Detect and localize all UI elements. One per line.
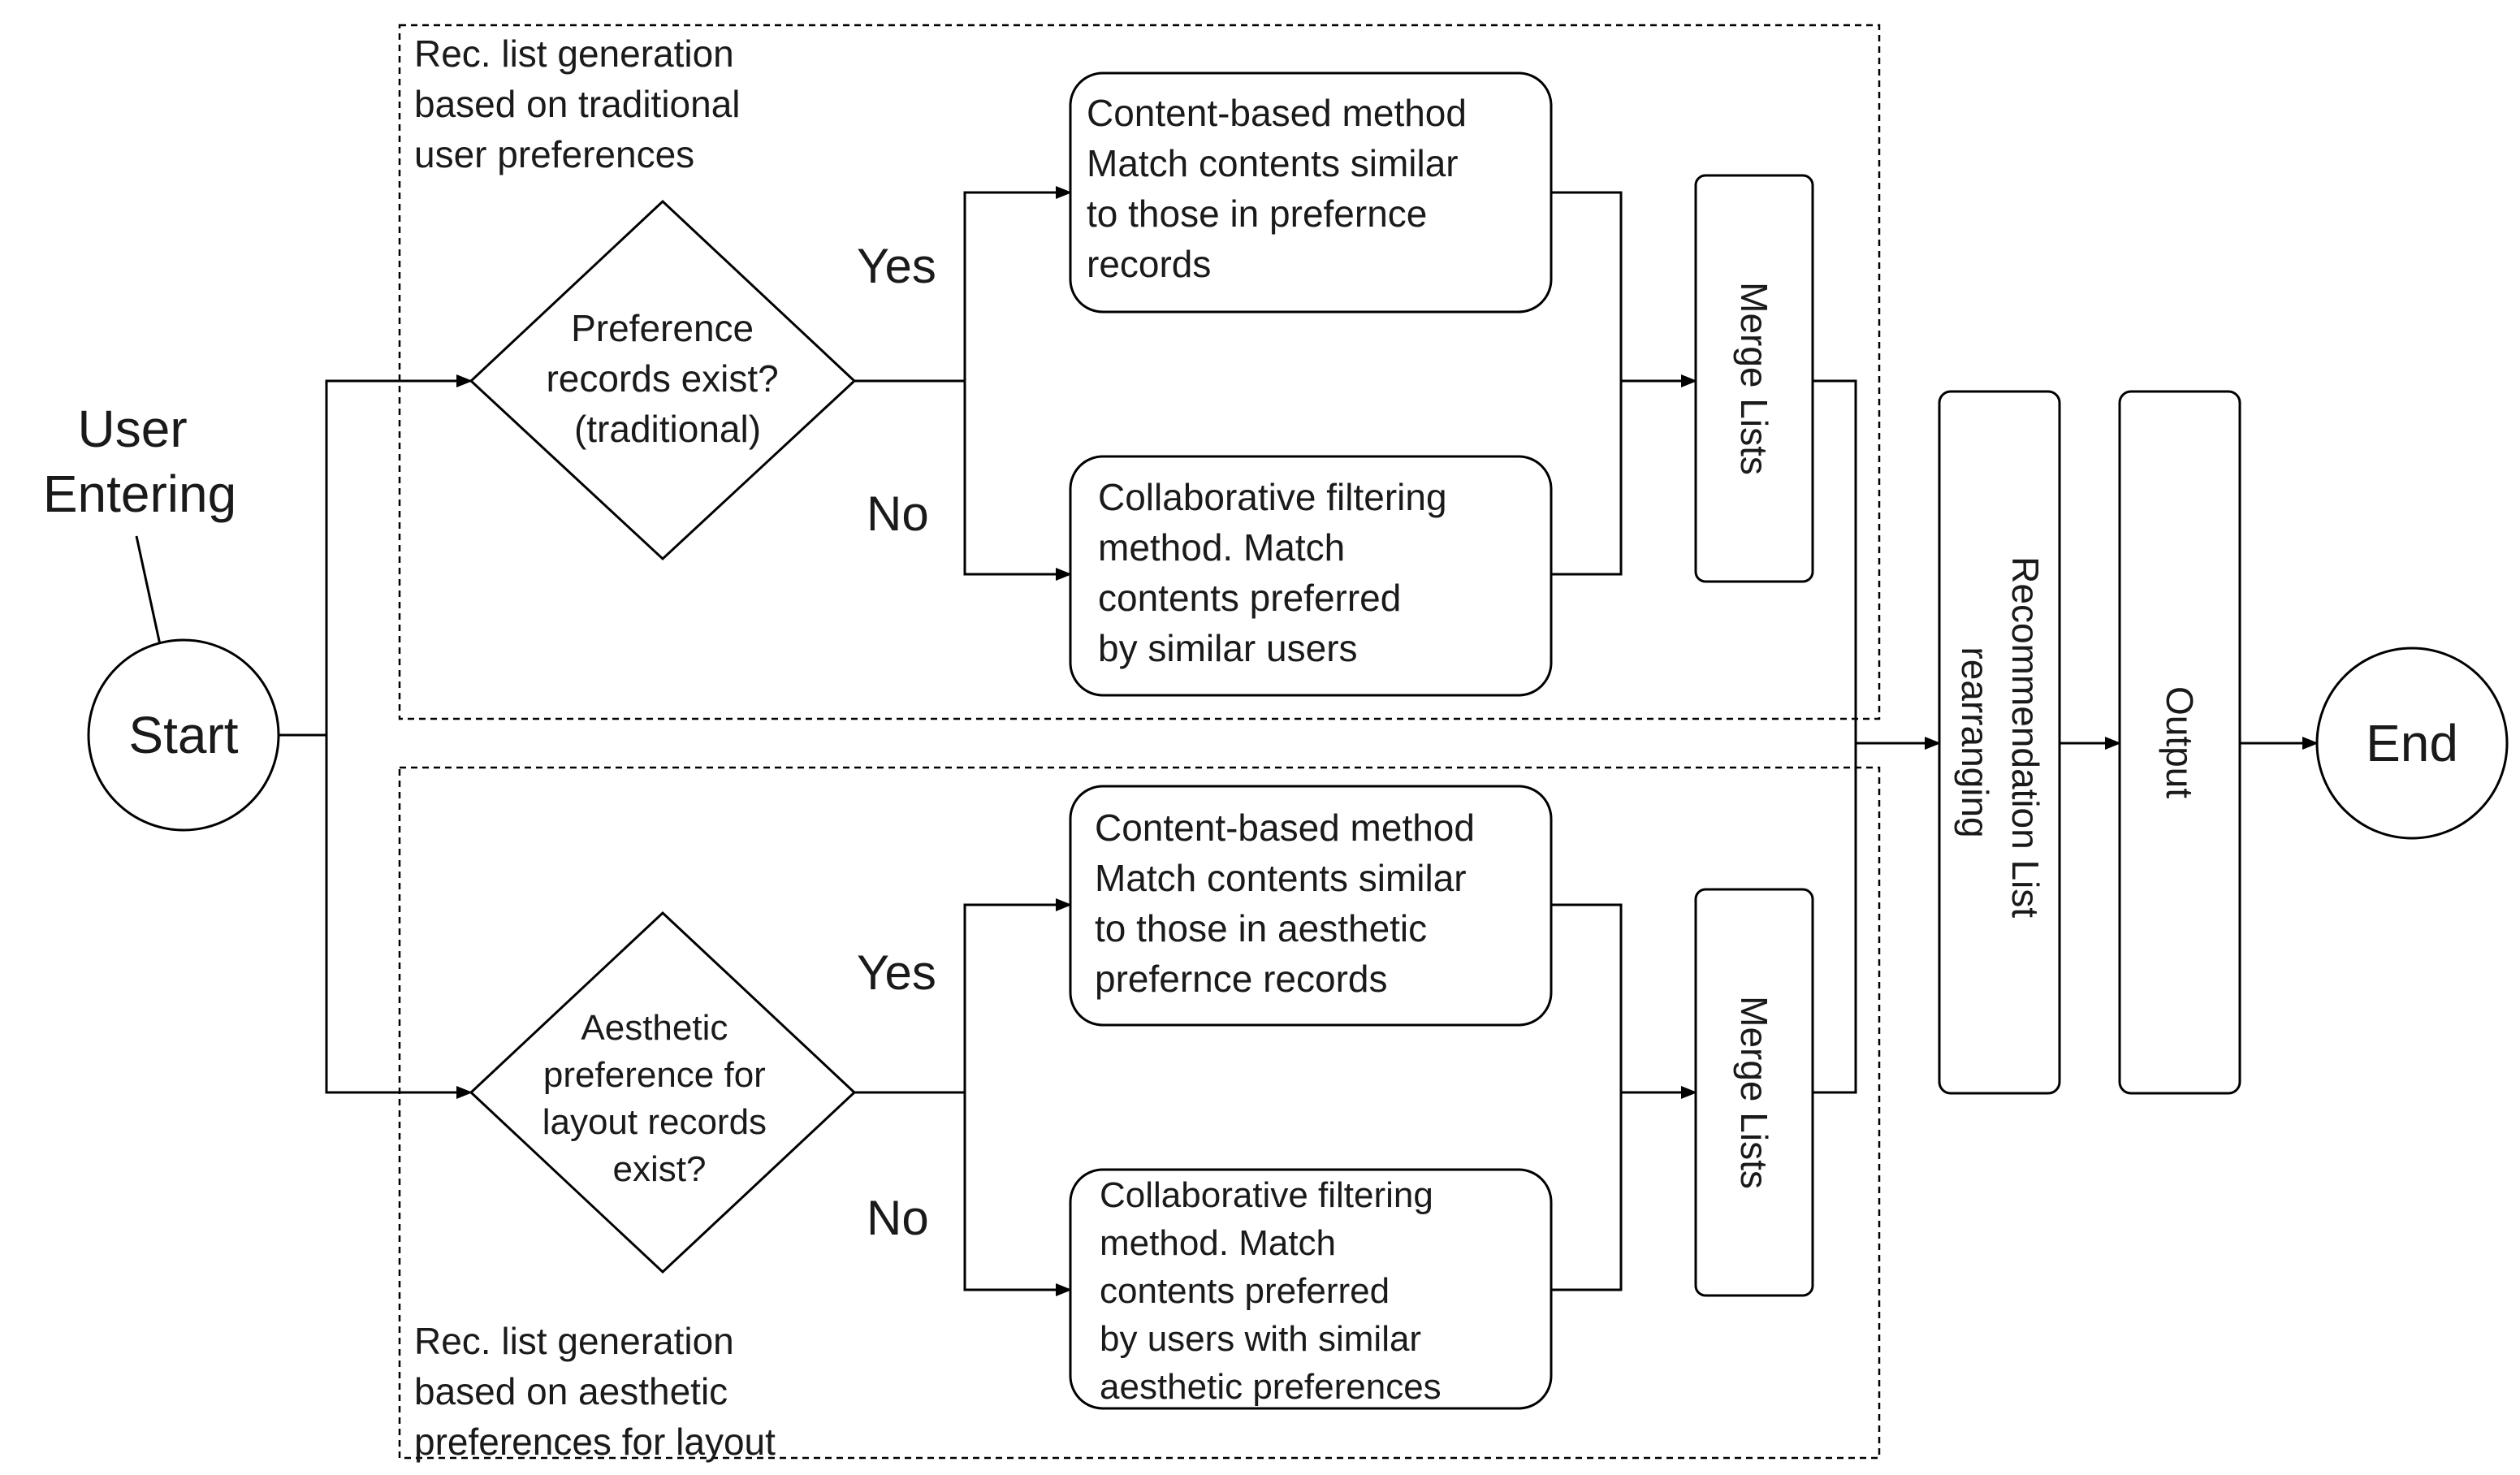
edge-collab-aesthetic-to-merge	[1551, 1092, 1623, 1291]
edge-merge-traditional-out	[1813, 379, 1857, 743]
user-entering-label: User Entering	[43, 400, 236, 523]
edge-to-decision-traditional	[325, 374, 473, 735]
group-traditional-caption: Rec. list generation based on traditiona…	[414, 32, 750, 175]
merge-traditional-box	[1694, 174, 1814, 583]
group-traditional-boundary	[398, 24, 1881, 720]
edge-traditional-no	[963, 381, 1072, 581]
edge-collab-traditional-to-merge	[1551, 381, 1623, 576]
output-label: Output	[2159, 686, 2201, 798]
rearranging-label: Recommendation List rearranging	[1954, 556, 2047, 928]
method-content-aesthetic-label: Content-based method Match contents simi…	[1095, 807, 1485, 1000]
edge-traditional-yes	[963, 186, 1072, 381]
decision-aesthetic-shape	[469, 911, 857, 1274]
edge-merge-aesthetic-out	[1813, 743, 1857, 1094]
start-label: Start	[128, 706, 238, 764]
edge-content-aesthetic-to-merge	[1551, 903, 1623, 1092]
branch-no-traditional: No	[867, 487, 929, 541]
branch-yes-aesthetic: Yes	[857, 945, 936, 1000]
decision-traditional-shape	[469, 199, 857, 561]
decision-aesthetic-label: Aesthetic preference for layout records …	[542, 1008, 777, 1189]
branch-yes-traditional: Yes	[857, 239, 936, 293]
end-label: End	[2366, 714, 2458, 772]
method-content-traditional-label: Content-based method Match contents simi…	[1087, 92, 1477, 285]
decision-traditional-label: Preference records exist? (traditional)	[546, 307, 789, 450]
merge-aesthetic-label: Merge Lists	[1733, 996, 1775, 1189]
edge-aesthetic-no	[963, 1092, 1072, 1296]
merge-traditional-label: Merge Lists	[1733, 282, 1775, 475]
group-aesthetic-caption: Rec. list generation based on aesthetic …	[414, 1320, 776, 1463]
method-collab-aesthetic-label: Collaborative filtering method. Match co…	[1100, 1175, 1443, 1407]
group-aesthetic-boundary	[398, 766, 1881, 1460]
method-collab-traditional-label: Collaborative filtering method. Match co…	[1098, 476, 1457, 669]
edge-content-traditional-to-merge	[1551, 191, 1623, 381]
edge-aesthetic-yes	[963, 898, 1072, 1092]
method-collab-traditional-box	[1069, 455, 1553, 697]
branch-no-aesthetic: No	[867, 1191, 929, 1245]
edge-to-decision-aesthetic	[325, 735, 473, 1099]
